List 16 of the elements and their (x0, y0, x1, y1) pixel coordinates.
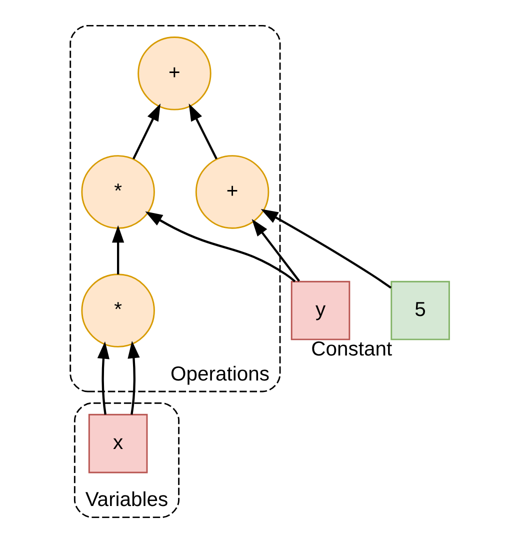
arrow (96, 341, 109, 415)
arrow (127, 340, 140, 415)
node-circle: * (80, 155, 154, 229)
node-circle: + (194, 155, 269, 229)
arrow (260, 209, 392, 289)
node-circle: + (137, 36, 211, 110)
arrow (251, 218, 300, 282)
node-box: 5 (390, 280, 450, 340)
arrow (188, 103, 217, 160)
node-circle: * (80, 274, 154, 348)
arrow (144, 211, 296, 282)
node-box: y (290, 280, 350, 340)
arrow (132, 103, 160, 160)
node-box: x (88, 414, 148, 474)
arrow (111, 225, 124, 274)
node-label: Constant (310, 338, 392, 361)
